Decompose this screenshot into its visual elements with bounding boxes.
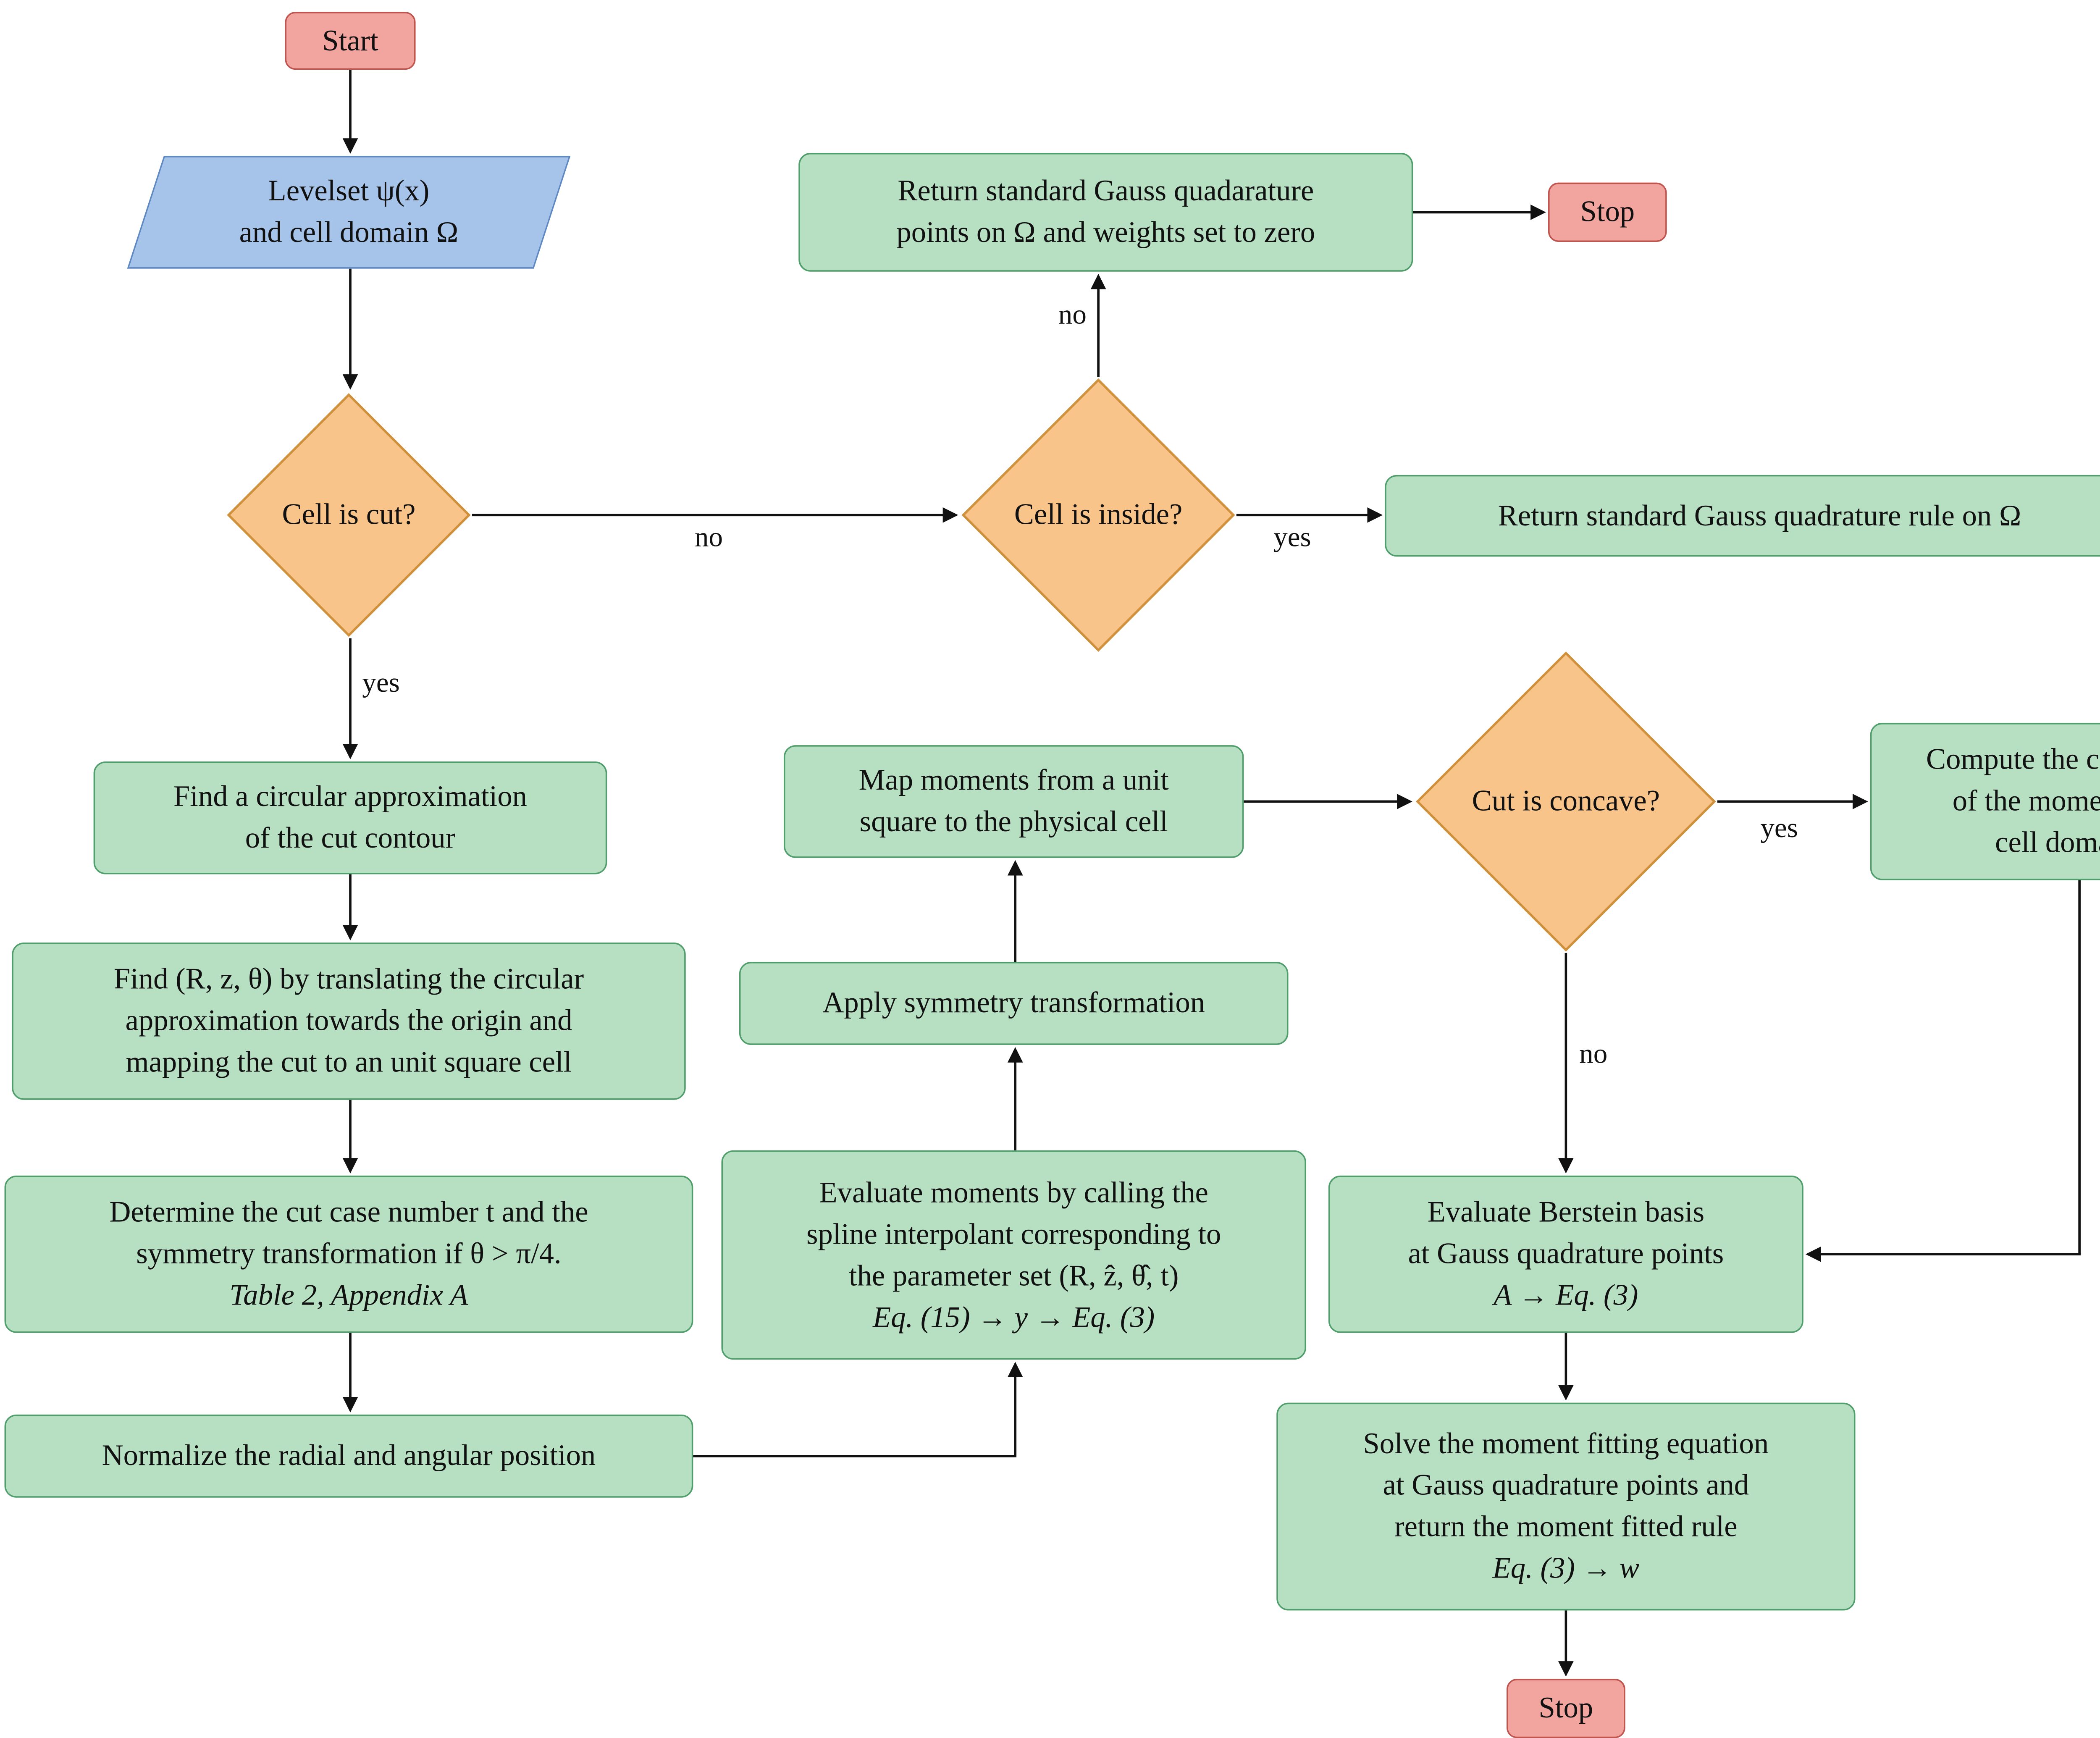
process-normalize-position: Normalize the radial and angular positio… [4,1414,693,1498]
arrow-complement-to-berstein [1805,880,2081,1262]
decision-label: Cell is cut? [282,499,416,532]
text-line: Levelset ψ(x) [268,175,430,208]
decision-cut-is-concave: Cut is concave? [1415,650,1717,953]
text-line: Compute the complement [1926,743,2100,777]
text-line: square to the physical cell [859,806,1168,839]
decision-cell-is-cut: Cell is cut? [226,392,472,638]
text-line: of the cut contour [245,822,456,855]
text-line: spline interpolant corresponding to [806,1218,1221,1251]
process-map-moments: Map moments from a unit square to the ph… [783,745,1244,858]
text-line: Solve the moment fitting equation [1363,1428,1769,1461]
edge-label-concave-no: no [1579,1039,1608,1071]
text-line: cell domain Ω [1995,827,2100,860]
text-line: and cell domain Ω [239,216,459,249]
edge-label-cut-no: no [694,522,723,554]
levelset-input-node: Levelset ψ(x) and cell domain Ω [127,156,571,269]
text-line: of the moment on the [1952,785,2100,818]
text-line: symmetry transformation if θ > π/4. [136,1238,562,1271]
text-line: Normalize the radial and angular positio… [102,1439,596,1473]
process-return-zero-weights: Return standard Gauss quadarature points… [798,153,1413,272]
process-find-rzt: Find (R, z, θ) by translating the circul… [12,943,686,1100]
text-line: Find (R, z, θ) by translating the circul… [113,963,584,996]
process-solve-moment-fitting: Solve the moment fitting equation at Gau… [1276,1402,1856,1611]
stop-node-bottom: Stop [1507,1678,1625,1738]
process-compute-complement: Compute the complement of the moment on … [1870,723,2100,880]
text-line: mapping the cut to an unit square cell [126,1046,572,1079]
stop-node-top: Stop [1548,182,1667,242]
edge-label-inside-yes: yes [1273,522,1311,554]
edge-label-concave-yes: yes [1760,813,1798,845]
text-line: approximation towards the origin and [125,1005,572,1038]
text-line: return the moment fitted rule [1394,1511,1738,1544]
text-line: at Gauss quadrature points and [1383,1469,1749,1502]
text-line-reference: Table 2, Appendix A [229,1279,468,1313]
diamond-shape [961,378,1235,652]
text-line: the parameter set (R, ẑ, θ̂, t) [848,1259,1179,1292]
process-apply-symmetry: Apply symmetry transformation [739,962,1289,1045]
text-line-equation: Eq. (15) → y → Eq. (3) [873,1301,1155,1334]
text-line: Apply symmetry transformation [822,987,1205,1020]
text-line: Evaluate moments by calling the [819,1176,1208,1209]
diamond-shape [227,393,471,637]
process-return-gauss-rule: Return standard Gauss quadrature rule on… [1385,475,2100,557]
stop-label: Stop [1538,1692,1593,1725]
arrow-normalize-to-evaluatemoments [693,1362,1023,1457]
text-line: Return standard Gauss quadarature [898,175,1314,208]
text-line: Determine the cut case number t and the [109,1196,588,1229]
text-line: points on Ω and weights set to zero [896,216,1315,249]
text-line: Evaluate Berstein basis [1427,1196,1705,1229]
text-line: Return standard Gauss quadrature rule on… [1498,499,2021,532]
decision-label: Cell is inside? [1014,499,1183,532]
edge-label-cut-yes: yes [362,668,400,699]
process-find-circular-approximation: Find a circular approximation of the cut… [93,761,607,874]
start-label: Start [322,24,378,58]
text-line: Map moments from a unit [858,764,1169,797]
decision-cell-is-inside: Cell is inside? [960,377,1236,653]
process-evaluate-moments: Evaluate moments by calling the spline i… [721,1150,1306,1360]
start-node: Start [285,12,416,70]
text-line: at Gauss quadrature points [1408,1238,1724,1271]
diamond-shape [1415,651,1716,952]
text-line: Find a circular approximation [173,780,528,814]
decision-label: Cut is concave? [1472,785,1660,818]
process-determine-cut-case: Determine the cut case number t and the … [4,1175,693,1333]
text-line-equation: A → Eq. (3) [1494,1279,1638,1313]
edge-label-inside-no: no [1058,299,1087,331]
process-evaluate-bernstein: Evaluate Berstein basis at Gauss quadrat… [1328,1175,1803,1333]
stop-label: Stop [1580,196,1635,229]
levelset-input-text: Levelset ψ(x) and cell domain Ω [239,171,459,254]
text-line-equation: Eq. (3) → w [1492,1552,1640,1586]
